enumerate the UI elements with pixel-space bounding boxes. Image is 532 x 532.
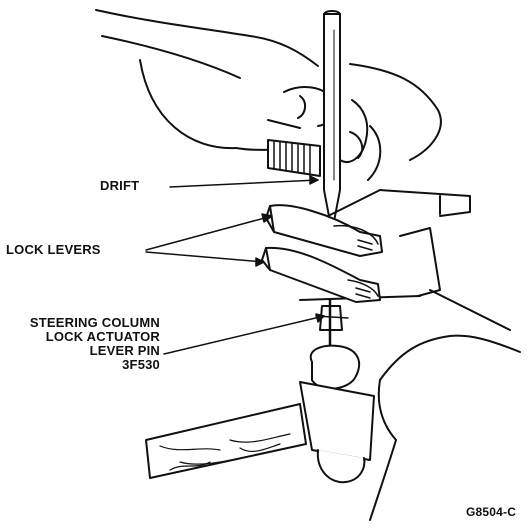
figure-code: G8504-C	[466, 505, 516, 519]
lock-lever-leader-lower	[146, 252, 264, 262]
drift-arrow	[310, 176, 318, 184]
drift-leader	[170, 180, 318, 187]
knurled-block	[268, 140, 320, 176]
lever-pin-label-line-2: LOCK ACTUATOR	[4, 330, 160, 344]
lock-levers-label: LOCK LEVERS	[6, 243, 101, 257]
lever-pin-label-line-3: LEVER PIN	[4, 344, 160, 358]
lower-hand	[370, 336, 520, 520]
pin-leader	[164, 316, 324, 354]
lever-pin-label-line-1: STEERING COLUMN	[4, 316, 160, 330]
hammer	[146, 346, 374, 483]
lock-lever-leader-upper	[146, 216, 272, 250]
drift-label: DRIFT	[100, 179, 139, 193]
lever-pin-callout: STEERING COLUMN LOCK ACTUATOR LEVER PIN …	[4, 316, 160, 372]
lever-pin-part-number: 3F530	[4, 358, 160, 372]
drift-punch	[324, 11, 340, 232]
lock-levers	[262, 205, 382, 302]
lever-pin	[316, 300, 348, 352]
